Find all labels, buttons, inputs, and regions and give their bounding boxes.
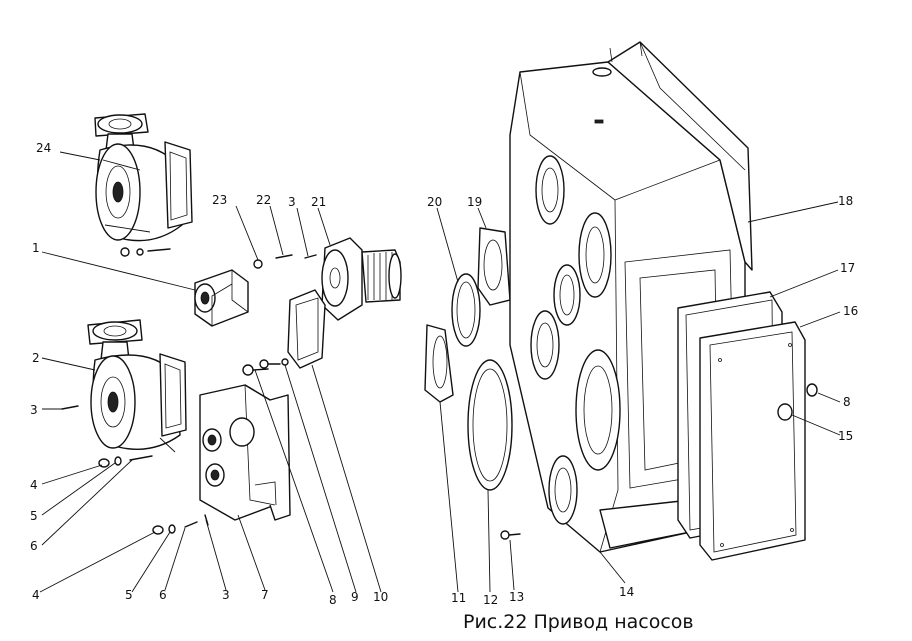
figure-caption: Рис.22 Привод насосов: [463, 611, 694, 633]
callout-8-right: 8: [843, 395, 851, 409]
callout-5-lower: 5: [125, 588, 133, 602]
callout-12: 12: [483, 593, 498, 607]
callout-15: 15: [838, 429, 853, 443]
callout-21: 21: [311, 195, 326, 209]
callout-labels: 24 1 2 3 4 5 6 4 5 6 3 7 23 22 3 21 8 9 …: [30, 141, 858, 607]
pump-24: [94, 113, 193, 257]
callout-14: 14: [619, 585, 634, 599]
cover-10: [259, 289, 326, 369]
callout-18: 18: [838, 194, 853, 208]
callout-20: 20: [427, 195, 442, 209]
callout-6: 6: [30, 539, 38, 553]
gaskets: [424, 227, 521, 540]
callout-1: 1: [32, 241, 40, 255]
callout-10: 10: [373, 590, 388, 604]
callout-9: 9: [351, 590, 359, 604]
callout-19: 19: [467, 195, 482, 209]
callout-11: 11: [451, 591, 466, 605]
callout-13: 13: [509, 590, 524, 604]
callout-22: 22: [256, 193, 271, 207]
callout-23: 23: [212, 193, 227, 207]
callout-16: 16: [843, 304, 858, 318]
callout-17: 17: [840, 261, 855, 275]
gear-assembly-21: [253, 237, 402, 321]
leader-lines: [39, 151, 841, 593]
callout-24: 24: [36, 141, 51, 155]
callout-3: 3: [30, 403, 38, 417]
callout-4-lower: 4: [32, 588, 40, 602]
callout-7: 7: [261, 588, 269, 602]
callout-4: 4: [30, 478, 38, 492]
coupling-1: [194, 269, 249, 327]
pump-2: [61, 319, 187, 468]
drive-housing-7: [152, 364, 291, 535]
callout-8: 8: [329, 593, 337, 607]
callout-5: 5: [30, 509, 38, 523]
callout-6-lower: 6: [159, 588, 167, 602]
callout-3-upper: 3: [288, 195, 296, 209]
cover-plate-16: [699, 321, 818, 561]
callout-3-lower: 3: [222, 588, 230, 602]
callout-2: 2: [32, 351, 40, 365]
